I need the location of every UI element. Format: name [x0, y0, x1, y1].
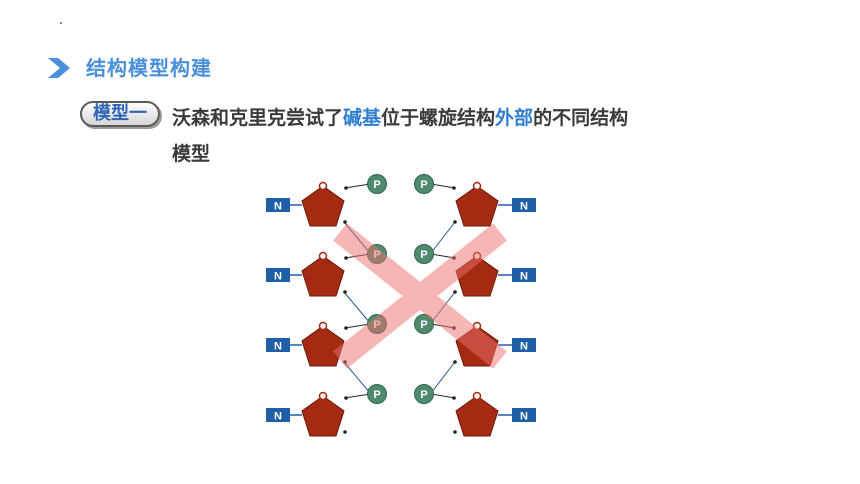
phosphate-circle: P	[414, 244, 434, 264]
base-box: N	[512, 198, 536, 213]
highlight-outside: 外部	[495, 107, 534, 129]
svg-text:P: P	[373, 389, 380, 401]
decorative-dot	[60, 22, 62, 24]
svg-text:N: N	[274, 271, 282, 283]
cross-mark	[333, 223, 507, 369]
svg-text:N: N	[274, 201, 282, 213]
right-strand: N N N N P P P P	[414, 174, 536, 437]
left-strand: N N N N P P P P	[266, 174, 387, 437]
phosphate-circle: P	[367, 174, 387, 194]
svg-text:N: N	[520, 201, 528, 213]
svg-text:N: N	[520, 341, 528, 353]
svg-text:P: P	[420, 319, 427, 331]
svg-text:N: N	[274, 341, 282, 353]
model-badge-label: 模型一	[93, 103, 147, 124]
section-title: 结构模型构建	[86, 56, 212, 80]
chevron-right-icon	[48, 58, 70, 78]
base-box: N	[266, 268, 290, 283]
base-box: N	[512, 268, 536, 283]
sugar-shape	[455, 185, 499, 227]
base-box: N	[266, 198, 290, 213]
svg-text:P: P	[373, 179, 380, 191]
sugar-shape	[455, 395, 499, 437]
svg-text:P: P	[420, 179, 427, 191]
phosphate-circle: P	[367, 384, 387, 404]
description-text: 沃森和克里克尝试了碱基位于螺旋结构外部的不同结构模型	[172, 107, 629, 165]
base-box: N	[512, 338, 536, 353]
svg-text:N: N	[274, 411, 282, 423]
phosphate-circle: P	[414, 174, 434, 194]
svg-text:N: N	[520, 271, 528, 283]
base-box: N	[266, 338, 290, 353]
phosphate-circle: P	[414, 384, 434, 404]
svg-text:N: N	[520, 411, 528, 423]
base-box: N	[266, 408, 290, 423]
svg-text:P: P	[420, 389, 427, 401]
phosphate-circle: P	[414, 314, 434, 334]
model-badge: 模型一	[80, 101, 160, 127]
dna-model-diagram: N N N N P P P P	[266, 174, 536, 437]
sugar-shape	[301, 255, 345, 297]
sugar-shape	[301, 325, 345, 367]
svg-text:P: P	[420, 249, 427, 261]
highlight-bases: 碱基	[343, 107, 382, 129]
sugar-shape	[301, 185, 345, 227]
sugar-shape	[301, 395, 345, 437]
base-box: N	[512, 408, 536, 423]
